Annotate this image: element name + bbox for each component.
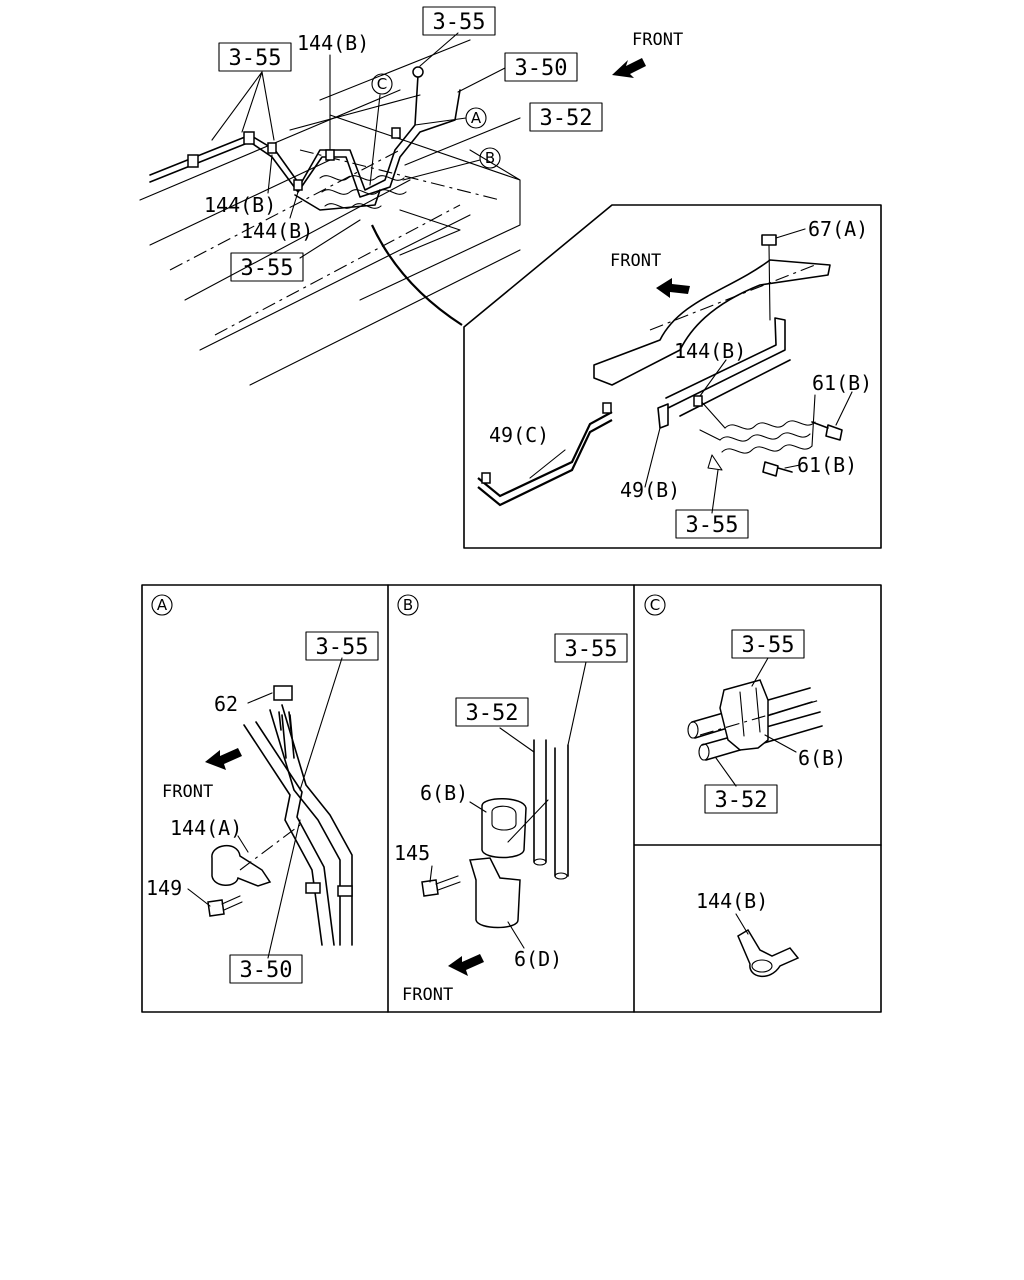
front-label-overview: FRONT: [632, 30, 683, 50]
detail-b-part-6d: 6(D): [514, 947, 562, 971]
detail-b-panel: B 3-55 3-52 6(B) 145 6(D) FRONT: [394, 594, 628, 1005]
detail-a-part-149: 149: [146, 876, 182, 900]
part-49b: 49(B): [620, 478, 680, 502]
marker-b-circle: [479, 147, 501, 169]
inset-view: 67(A) 144(B) 61(B) 61(B) 49(C) 49(B) 3-5…: [463, 204, 882, 549]
ref-box-3-55-a: [218, 42, 292, 72]
marker-c: C: [377, 75, 387, 93]
part-144b-lower: 144(B): [241, 219, 313, 243]
marker-b: B: [485, 149, 495, 167]
detail-b-part-6b: 6(B): [420, 781, 468, 805]
detail-c-part-6b: 6(B): [798, 746, 846, 770]
detail-a-front-arrow-icon: [205, 748, 242, 770]
detail-b-ref-3-52: 3-52: [466, 701, 519, 726]
inset-cooler-coil: [699, 394, 816, 471]
ref-box-3-50: [504, 52, 578, 82]
detail-b-front-label: FRONT: [402, 985, 453, 1005]
detail-c-marker: C: [650, 596, 660, 614]
part-49c: 49(C): [489, 423, 549, 447]
detail-a-part-62: 62: [214, 692, 238, 716]
front-arrow-icon-inset: [656, 278, 690, 298]
detail-a-ref-box-3-55: [305, 631, 379, 661]
ref-3-55-c: 3-55: [241, 256, 294, 281]
detail-b-ref-3-55: 3-55: [565, 637, 618, 662]
clip-144b-icon: [737, 928, 800, 977]
detail-c-panel: C 3-55 3-52 6(B): [644, 594, 846, 814]
part-144b-left: 144(B): [204, 193, 276, 217]
overview-view: 3-55 3-55 3-50 3-52 3-55 144(B) 144(B) 1…: [139, 6, 683, 386]
ref-box-3-52: [529, 102, 603, 132]
detail-a-front-label: FRONT: [162, 782, 213, 802]
part-144b-inset: 144(B): [674, 339, 746, 363]
detail-b-marker-circle: [397, 594, 419, 616]
part-144b-top: 144(B): [297, 31, 369, 55]
detail-c-ref-3-55: 3-55: [742, 633, 795, 658]
front-label-inset: FRONT: [610, 251, 661, 271]
detail-c-marker-circle: [644, 594, 666, 616]
detail-a-marker-circle: [151, 594, 173, 616]
ref-3-52: 3-52: [540, 106, 593, 131]
part-61b-upper: 61(B): [812, 371, 872, 395]
cooler-coil: [319, 175, 407, 209]
ref-box-inset-3-55: [675, 509, 749, 539]
detail-a-panel: A 3-55 3-50 62 144(A) 149 FRONT: [146, 594, 379, 984]
detail-c-ref-box-3-52: [704, 784, 778, 814]
detail-c-ref-box-3-55: [731, 629, 805, 659]
part-61b-lower: 61(B): [797, 453, 857, 477]
detail-b-ref-box-3-55: [554, 633, 628, 663]
detail-a-ref-3-55: 3-55: [316, 635, 369, 660]
detail-b-marker: B: [403, 596, 413, 614]
detail-a-marker: A: [157, 596, 168, 614]
detail-clip-part-144b: 144(B): [696, 889, 768, 913]
detail-grid: [141, 584, 882, 1013]
ref-3-50: 3-50: [515, 56, 568, 81]
detail-b-part-145: 145: [394, 841, 430, 865]
front-arrow-icon: [612, 58, 646, 78]
ref-box-3-55-b: [422, 6, 496, 36]
ref-box-3-55-c: [230, 252, 304, 282]
detail-a-ref-box-3-50: [229, 954, 303, 984]
marker-c-circle: [371, 73, 393, 95]
part-67a: 67(A): [808, 217, 868, 241]
ref-3-55-b: 3-55: [433, 10, 486, 35]
detail-a-part-144a: 144(A): [170, 816, 242, 840]
ref-inset-3-55: 3-55: [686, 513, 739, 538]
detail-clip-panel: 144(B): [696, 889, 800, 977]
detail-a-ref-3-50: 3-50: [240, 958, 293, 983]
detail-c-ref-3-52: 3-52: [715, 788, 768, 813]
ref-3-55-a: 3-55: [229, 46, 282, 71]
detail-b-front-arrow-icon: [448, 954, 484, 976]
detail-b-ref-box-3-52: [455, 697, 529, 727]
marker-a-circle: [465, 107, 487, 129]
marker-a: A: [471, 109, 482, 127]
